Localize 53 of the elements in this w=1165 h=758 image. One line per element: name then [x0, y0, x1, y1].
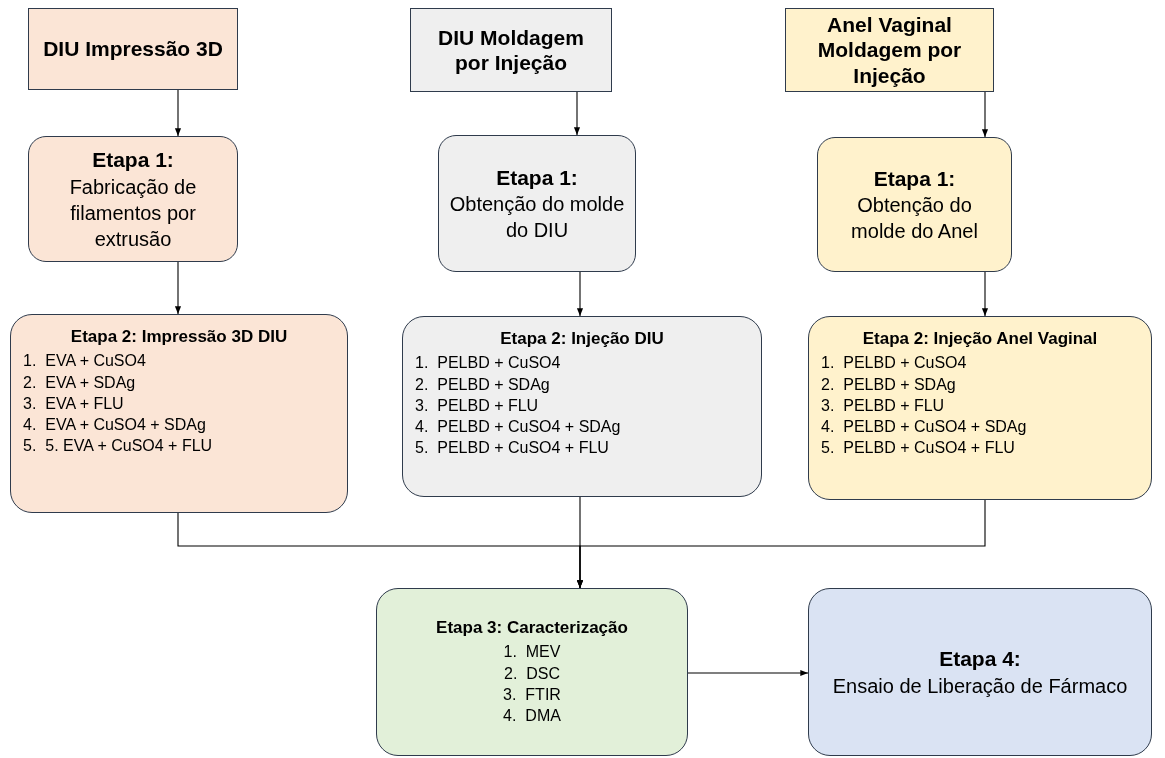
list-item: 4. DMA — [503, 705, 561, 726]
start-box — [785, 8, 994, 92]
process-box — [808, 588, 1152, 756]
arrow — [576, 271, 584, 317]
step-heading: Etapa 4: — [938, 646, 1022, 673]
list-item: 1. PELBD + CuSO4 — [415, 353, 561, 374]
list-item: 4. EVA + CuSO4 + SDAg — [23, 414, 206, 435]
list-item: 2. PELBD + SDAg — [415, 374, 550, 395]
list-item: 3. EVA + FLU — [23, 393, 124, 414]
list-item: 3. PELBD + FLU — [821, 395, 945, 416]
box-title: Anel Vaginal Moldagem por Injeção — [816, 12, 963, 88]
arrow — [576, 499, 986, 589]
step-heading: Etapa 2: Impressão 3D DIU — [69, 327, 289, 348]
process-box — [376, 588, 688, 756]
list-item: 1. PELBD + CuSO4 — [821, 353, 967, 374]
box-title: DIU Moldagem por Injeção — [437, 24, 585, 76]
list-item: 3. PELBD + FLU — [415, 395, 539, 416]
step-description: Fabricação de filamentos por extrusão — [68, 174, 198, 252]
list-item: 2. EVA + SDAg — [23, 372, 136, 393]
list-item: 5. PELBD + CuSO4 + FLU — [415, 437, 609, 458]
box-title: DIU Impressão 3D — [42, 36, 224, 62]
step-description: Ensaio de Liberação de Fármaco — [831, 673, 1129, 699]
process-box — [438, 135, 636, 272]
step-description: Obtenção do molde do DIU — [448, 192, 626, 244]
process-box — [10, 314, 348, 513]
process-box — [817, 137, 1012, 272]
process-box — [402, 316, 762, 497]
step-heading: Etapa 1: — [91, 147, 175, 174]
arrow — [573, 91, 581, 136]
step-heading: Etapa 2: Injeção DIU — [499, 329, 665, 350]
list-item: 3. FTIR — [503, 684, 561, 705]
process-box — [28, 136, 238, 262]
list-item: 1. MEV — [503, 642, 561, 663]
list-item: 2. DSC — [504, 663, 560, 684]
process-box — [808, 316, 1152, 500]
step-heading: Etapa 2: Injeção Anel Vaginal — [861, 329, 1099, 350]
step-description: Obtenção do molde do Anel — [850, 193, 979, 245]
step-heading: Etapa 1: — [872, 165, 957, 192]
step-heading: Etapa 1: — [495, 164, 579, 191]
arrow — [174, 261, 182, 315]
start-box — [410, 8, 612, 92]
start-box — [28, 8, 238, 90]
arrow — [981, 271, 989, 317]
list-item: 5. PELBD + CuSO4 + FLU — [821, 437, 1015, 458]
list-item: 5. 5. EVA + CuSO4 + FLU — [23, 435, 213, 456]
arrow — [174, 89, 182, 137]
arrow — [687, 669, 809, 677]
list-item: 1. EVA + CuSO4 — [23, 351, 146, 372]
list-item: 4. PELBD + CuSO4 + SDAg — [415, 416, 621, 437]
list-item: 2. PELBD + SDAg — [821, 374, 956, 395]
list-item: 4. PELBD + CuSO4 + SDAg — [821, 416, 1027, 437]
arrow — [981, 91, 989, 138]
step-heading: Etapa 3: Caracterização — [435, 618, 629, 639]
